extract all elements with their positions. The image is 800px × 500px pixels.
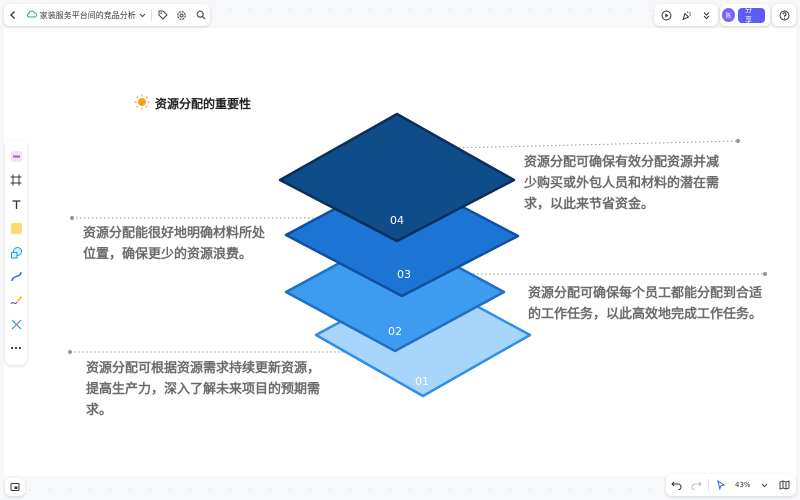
help-icon[interactable]	[774, 5, 794, 25]
top-right-toolbar: 陈 分享	[654, 4, 796, 26]
leader-dot-02	[762, 271, 768, 277]
description-01[interactable]: 资源分配可根据资源需求持续更新资源， 提高生产力，深入了解未来项目的预期需 求。	[86, 358, 346, 421]
description-01-line: 资源分配可根据资源需求持续更新资源，	[86, 361, 321, 376]
description-02-line: 资源分配可确保每个员工都能分配到合适	[528, 286, 763, 301]
frame-icon[interactable]	[6, 169, 26, 191]
collab-group: 陈 分享	[720, 4, 770, 26]
heading-text: 资源分配的重要性	[155, 97, 252, 111]
help-group	[772, 4, 796, 26]
diagram-heading[interactable]: 资源分配的重要性	[134, 94, 251, 113]
description-03-line: 位置，确保更少的资源浪费。	[83, 247, 253, 262]
pen-icon[interactable]	[6, 289, 26, 311]
redo-icon[interactable]	[686, 475, 706, 495]
template-icon[interactable]	[6, 145, 26, 167]
description-01-line: 提高生产力，深入了解未来项目的预期需	[86, 382, 321, 397]
undo-icon[interactable]	[666, 475, 686, 495]
layer-01-label: 01	[415, 375, 429, 388]
tag-icon[interactable]	[154, 5, 173, 25]
description-02[interactable]: 资源分配可确保每个员工都能分配到合适 的工作任务，以此高效地完成工作任务。	[528, 283, 788, 325]
description-04-line: 少购买或外包人员和材料的潜在需	[524, 176, 720, 191]
layer-03-label: 03	[397, 268, 411, 281]
leader-dot-01	[67, 349, 73, 355]
chevrons-down-icon[interactable]	[696, 5, 716, 25]
divider	[708, 479, 709, 491]
description-04[interactable]: 资源分配可确保有效分配资源并减 少购买或外包人员和材料的潜在需 求，以此来节省资…	[524, 152, 754, 215]
minimap-toggle[interactable]	[5, 478, 25, 496]
present-tools-group	[654, 4, 718, 26]
settings-gear-icon[interactable]	[172, 5, 191, 25]
divider	[150, 9, 152, 21]
leader-line-04	[454, 140, 739, 149]
leader-dot-03	[69, 215, 75, 221]
zoom-level[interactable]: 43%	[735, 481, 751, 489]
layer-04-shape[interactable]	[278, 112, 516, 243]
layer-02-label: 02	[388, 325, 402, 338]
mindmap-icon[interactable]	[6, 313, 26, 335]
sticky-note-icon[interactable]	[6, 217, 26, 239]
description-01-line: 求。	[86, 403, 113, 418]
chevron-down-icon	[139, 11, 146, 20]
connector-icon[interactable]	[6, 265, 26, 287]
user-avatar[interactable]: 陈	[722, 8, 735, 22]
sun-icon	[134, 94, 150, 113]
share-button[interactable]: 分享	[738, 6, 765, 24]
celebrate-icon[interactable]	[676, 5, 696, 25]
description-02-line: 的工作任务，以此高效地完成工作任务。	[528, 307, 763, 322]
back-icon[interactable]	[4, 5, 23, 25]
more-icon[interactable]	[6, 337, 26, 359]
map-view-icon[interactable]	[775, 475, 795, 495]
search-icon[interactable]	[191, 5, 210, 25]
cursor-icon[interactable]	[711, 475, 731, 495]
cloud-icon	[26, 10, 37, 20]
description-03[interactable]: 资源分配能很好地明确材料所处 位置，确保更少的资源浪费。	[83, 223, 293, 265]
play-icon[interactable]	[656, 5, 676, 25]
minimap-icon	[10, 483, 20, 491]
text-icon[interactable]	[6, 193, 26, 215]
zoom-dropdown-icon[interactable]	[755, 475, 775, 495]
description-04-line: 求，以此来节省资金。	[524, 197, 655, 212]
bottom-right-toolbar: 43%	[666, 474, 796, 496]
layer-04-label: 04	[390, 214, 404, 227]
description-03-line: 资源分配能很好地明确材料所处	[83, 226, 266, 241]
shape-icon[interactable]	[6, 241, 26, 263]
document-title-text: 家装服务平台间的竞品分析	[39, 10, 136, 20]
top-left-toolbar: 家装服务平台间的竞品分析	[4, 4, 210, 26]
leader-dot-04	[735, 138, 741, 144]
tool-palette	[5, 141, 27, 365]
description-04-line: 资源分配可确保有效分配资源并减	[524, 155, 720, 170]
document-title[interactable]: 家装服务平台间的竞品分析	[23, 10, 149, 21]
